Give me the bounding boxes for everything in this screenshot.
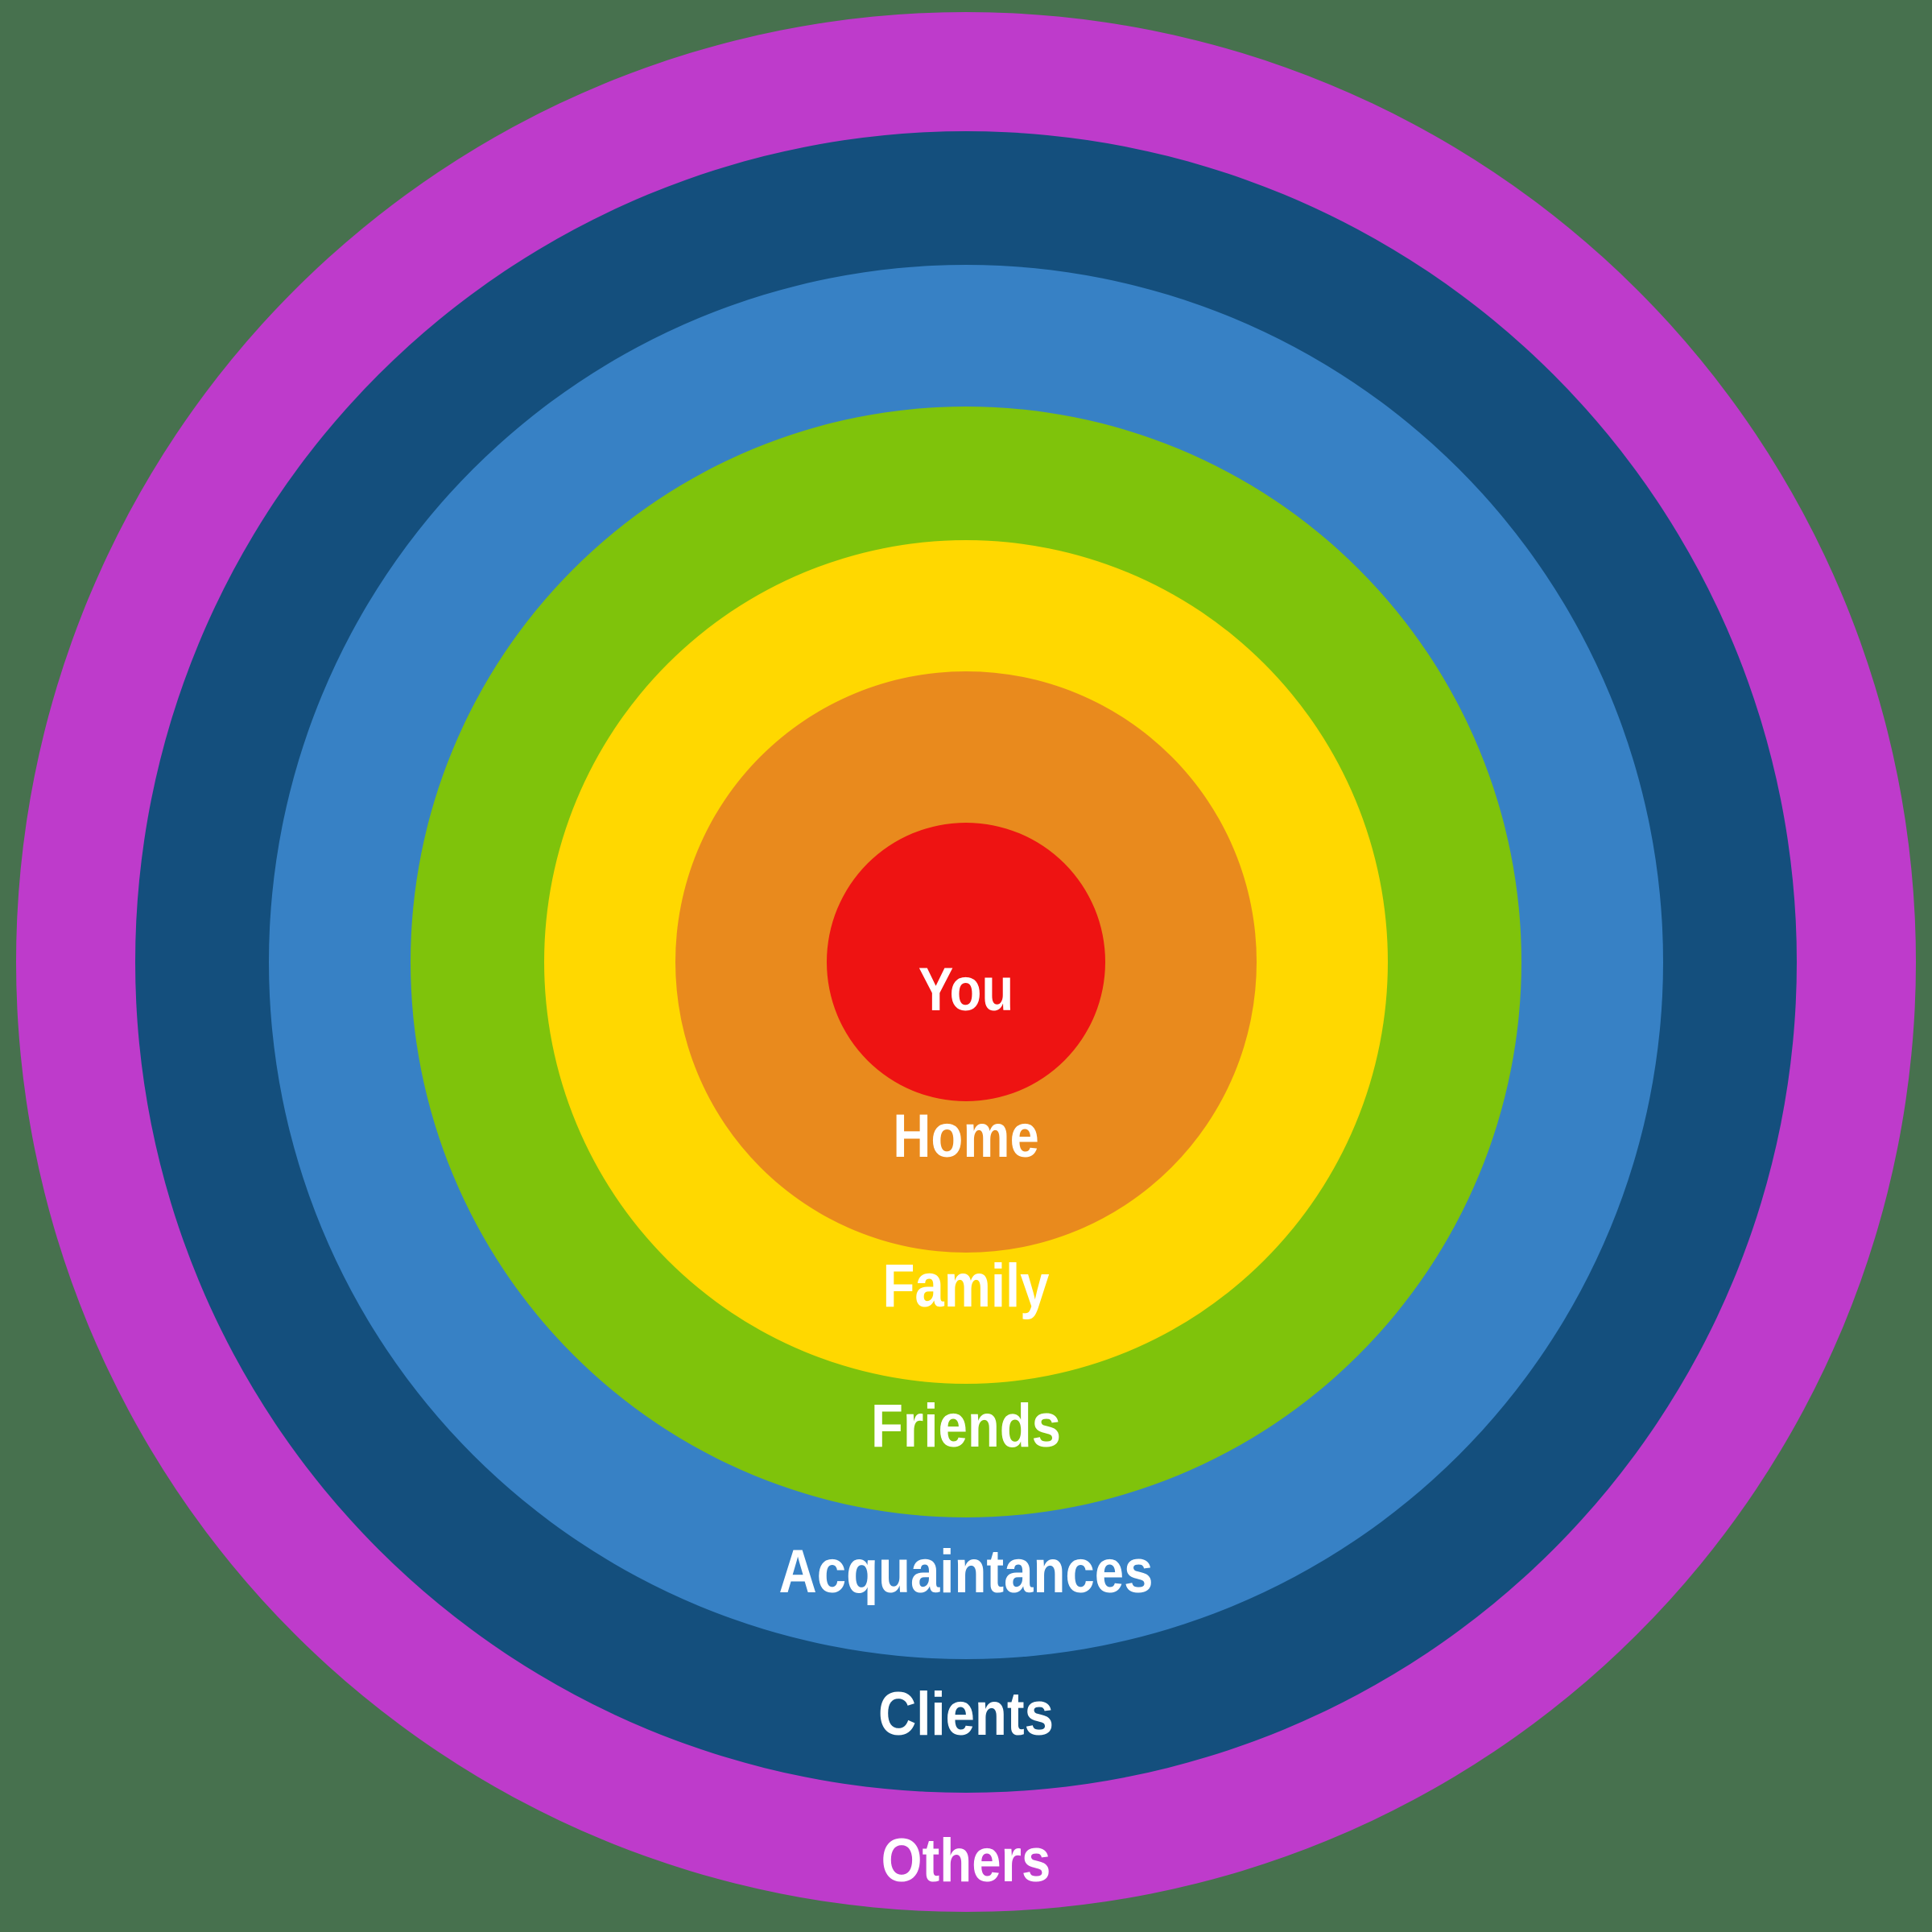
- ring-label-friends: Friends: [870, 1392, 1062, 1460]
- ring-label-acquaintances: Acquaintances: [778, 1538, 1154, 1606]
- ring-label-family: Family: [882, 1252, 1050, 1320]
- ring-label-others: Others: [881, 1827, 1051, 1895]
- ring-label-you: You: [918, 956, 1014, 1024]
- ring-you: [827, 823, 1105, 1101]
- ring-label-clients: Clients: [878, 1680, 1054, 1748]
- ring-label-home: Home: [893, 1102, 1039, 1170]
